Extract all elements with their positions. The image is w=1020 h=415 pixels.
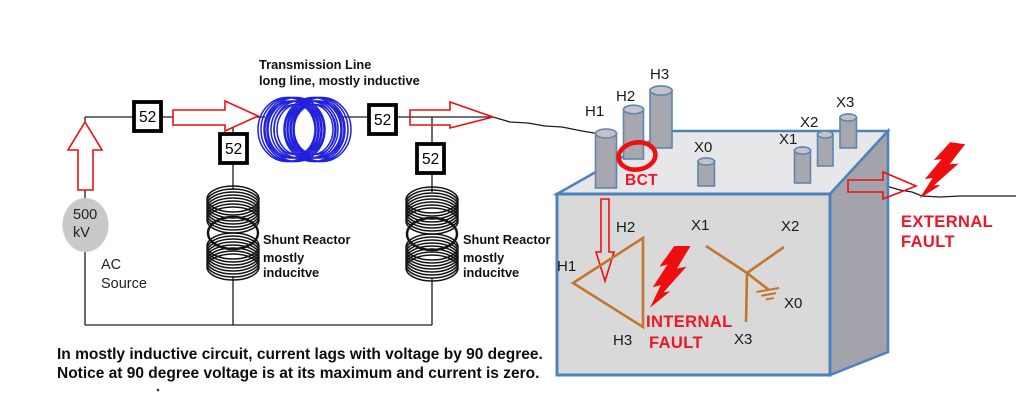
ground-icon <box>756 286 780 301</box>
transmission-line-label-1: Transmission Line <box>259 57 371 72</box>
breaker-52: 52 <box>367 103 398 136</box>
bushing-label-x3: X3 <box>836 94 854 111</box>
delta-label-h3: H3 <box>613 332 632 349</box>
source-name-2: Source <box>101 276 147 292</box>
breaker-52: 52 <box>415 142 446 175</box>
bushing-label-h2: H2 <box>616 88 635 105</box>
shunt-reactor-label-1: Shunt Reactor <box>463 232 550 247</box>
shunt-reactor-1 <box>206 185 260 281</box>
wye-label-x0: X0 <box>784 295 802 312</box>
source-unit: kV <box>73 225 90 241</box>
delta-label-h2: H2 <box>616 219 635 236</box>
wye-label-x1: X1 <box>691 217 709 234</box>
bushing-h2 <box>622 104 645 160</box>
bushing-x0 <box>697 157 716 187</box>
bushing-label-x1: X1 <box>779 131 797 148</box>
transformer-box: H1 H2 H3 X0 X1 X2 X3 BCT H2 H1 H3 <box>552 66 891 377</box>
delta-winding: H2 H1 H3 <box>557 219 645 349</box>
shunt-reactor-label-3: inducitve <box>463 265 519 280</box>
breaker-52: 52 <box>132 100 163 133</box>
caption: In mostly inductive circuit, current lag… <box>57 346 543 382</box>
transformer-bushings <box>594 85 858 189</box>
source-voltage: 500 <box>73 207 97 223</box>
bushing-label-h1: H1 <box>585 103 604 120</box>
shunt-reactor-2-label: Shunt Reactor mostly inducitve <box>463 232 550 280</box>
bushing-x2 <box>816 130 834 167</box>
bct-marker: BCT <box>616 140 658 189</box>
breaker-52: 52 <box>218 132 249 165</box>
caption-line-2: Notice at 90 degree voltage is at its ma… <box>57 365 539 382</box>
ac-source: 500 kV AC Source <box>62 198 147 292</box>
power-flow-arrow-right-2 <box>409 100 496 130</box>
wye-winding: X1 X2 X0 X3 <box>691 217 802 348</box>
transmission-line-label-2: long line, mostly inductive <box>259 73 420 88</box>
bushing-label-x2: X2 <box>800 114 818 131</box>
source-name-1: AC <box>101 257 121 273</box>
shunt-reactor-label-1: Shunt Reactor <box>263 232 350 247</box>
breaker-label: 52 <box>139 109 156 126</box>
transmission-line-coil <box>257 96 352 163</box>
lightning-bolt-icon <box>650 246 691 308</box>
wye-label-x3: X3 <box>734 331 752 348</box>
delta-label-h1: H1 <box>557 258 576 275</box>
internal-fault-label-2: FAULT <box>649 334 703 352</box>
wye-label-x2: X2 <box>781 218 799 235</box>
bct-label: BCT <box>625 172 658 189</box>
shunt-reactor-2 <box>405 186 459 282</box>
bushing-h3 <box>649 85 673 149</box>
bushing-label-x0: X0 <box>694 139 712 156</box>
power-flow-arrow-up <box>66 120 104 191</box>
shunt-reactor-1-label: Shunt Reactor mostly inducitve <box>263 232 350 280</box>
external-fault-label-2: FAULT <box>901 233 955 251</box>
ac-source-body <box>62 198 109 252</box>
power-flow-arrow-right-1 <box>172 99 260 133</box>
bushing-x3 <box>839 113 858 149</box>
shunt-reactor-label-3: inducitve <box>263 265 319 280</box>
breaker-label: 52 <box>422 151 439 168</box>
external-fault-label-1: EXTERNAL <box>901 213 993 231</box>
breaker-label: 52 <box>225 141 242 158</box>
bushing-h1 <box>594 128 618 189</box>
bct-ring-icon <box>616 140 658 172</box>
bushing-label-h3: H3 <box>650 66 669 83</box>
external-fault: EXTERNAL FAULT <box>847 142 993 251</box>
breaker-label: 52 <box>374 112 391 129</box>
bushing-x1 <box>793 146 812 184</box>
internal-fault-arrow-down <box>594 198 616 284</box>
internal-fault-label-1: INTERNAL <box>646 313 733 331</box>
shunt-reactor-label-2: mostly <box>463 250 505 265</box>
stray-dot <box>156 388 160 392</box>
line-to-transformer <box>492 116 601 135</box>
lightning-bolt-icon <box>919 142 966 199</box>
internal-fault: INTERNAL FAULT <box>646 246 733 352</box>
shunt-reactor-label-2: mostly <box>263 250 305 265</box>
breakers: 52 52 52 52 <box>132 100 446 175</box>
transformer-front-face <box>555 192 832 377</box>
external-fault-arrow <box>847 170 919 201</box>
caption-line-1: In mostly inductive circuit, current lag… <box>57 346 543 363</box>
